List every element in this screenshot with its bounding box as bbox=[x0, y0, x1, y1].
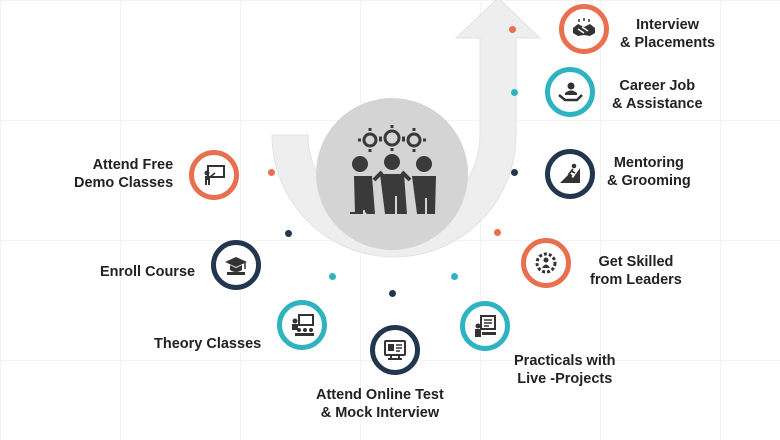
step-label-line: Mentoring bbox=[613, 155, 684, 171]
step-label-line: from Leaders bbox=[590, 272, 682, 288]
online-test-icon bbox=[384, 340, 406, 360]
connector-dot-theory bbox=[329, 273, 336, 280]
step-label-test: Attend Online Test & Mock Interview bbox=[316, 386, 444, 422]
presentation-icon bbox=[204, 165, 225, 185]
step-label-mentoring: Mentoring & Grooming bbox=[607, 154, 691, 190]
step-node-skilled bbox=[521, 238, 571, 288]
step-node-demo bbox=[189, 150, 239, 200]
connector-dot-interview bbox=[509, 26, 516, 33]
step-label-skilled: Get Skilled from Leaders bbox=[590, 253, 682, 289]
step-label-line: Get Skilled bbox=[598, 254, 674, 270]
step-label-line: & Assistance bbox=[612, 96, 703, 112]
step-label-line: Interview bbox=[636, 17, 699, 33]
step-label-line: Enroll Course bbox=[100, 264, 196, 280]
step-label-line: Demo Classes bbox=[74, 175, 174, 191]
handshake-icon bbox=[573, 18, 595, 36]
step-label-line: Career Job bbox=[619, 78, 696, 94]
connector-dot-career bbox=[511, 89, 518, 96]
leader-gear-icon bbox=[535, 252, 557, 274]
connector-dot-test bbox=[389, 290, 396, 297]
step-node-test bbox=[370, 325, 420, 375]
graduation-cap-icon bbox=[225, 257, 247, 275]
step-label-line: Live -Projects bbox=[517, 371, 613, 387]
step-node-theory bbox=[277, 300, 327, 350]
team-gears-icon bbox=[348, 125, 436, 214]
center-circle bbox=[316, 98, 468, 250]
step-node-enroll bbox=[211, 240, 261, 290]
classroom-icon bbox=[292, 314, 314, 336]
practical-project-icon bbox=[475, 315, 496, 337]
connector-dot-practicals bbox=[451, 273, 458, 280]
connector-dot-enroll bbox=[285, 230, 292, 237]
step-label-interview: Interview & Placements bbox=[620, 16, 715, 52]
step-node-mentoring bbox=[545, 149, 595, 199]
job-assistance-icon bbox=[558, 82, 583, 102]
mentor-climb-icon bbox=[560, 163, 580, 183]
step-label-line: Attend Free bbox=[92, 157, 174, 173]
step-label-line: & Placements bbox=[620, 35, 716, 51]
step-node-interview bbox=[559, 4, 609, 54]
connector-dot-mentoring bbox=[511, 169, 518, 176]
step-node-practicals bbox=[460, 301, 510, 351]
step-label-line: Practicals with bbox=[514, 353, 616, 369]
step-node-career bbox=[545, 67, 595, 117]
step-label-line: Theory Classes bbox=[154, 336, 262, 352]
step-label-line: & Mock Interview bbox=[320, 405, 440, 421]
step-label-line: Attend Online Test bbox=[316, 387, 444, 403]
connector-dot-demo bbox=[268, 169, 275, 176]
step-label-enroll: Enroll Course bbox=[100, 263, 195, 281]
step-label-theory: Theory Classes bbox=[154, 335, 261, 353]
step-label-line: & Grooming bbox=[607, 173, 691, 189]
connector-dot-skilled bbox=[494, 229, 501, 236]
step-label-career: Career Job & Assistance bbox=[612, 77, 703, 113]
